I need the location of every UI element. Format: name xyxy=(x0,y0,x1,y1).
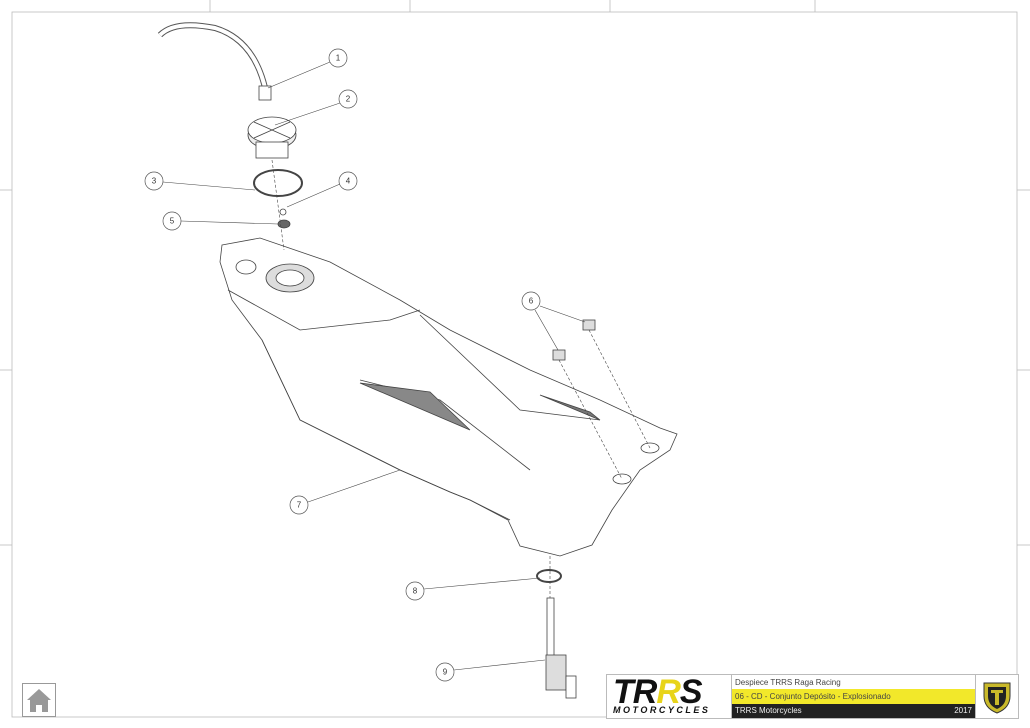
valve-part xyxy=(279,208,287,216)
assembly-lines xyxy=(271,159,651,600)
clamp xyxy=(536,569,562,583)
o-ring xyxy=(253,169,303,197)
drawing-subtitle: 06 - CD - Conjunto Depósito - Explosiona… xyxy=(732,689,975,704)
fuel-tank xyxy=(219,237,678,557)
fuel-cap xyxy=(247,116,297,159)
trrs-logo: TRRS MOTORCYCLES xyxy=(607,673,732,718)
leader-lines xyxy=(162,61,586,671)
company-name: TRRS Motorcycles xyxy=(735,706,802,716)
grid-ticks xyxy=(0,0,1030,546)
sheet-border xyxy=(11,11,1018,718)
title-block: TRRS MOTORCYCLES Despiece TRRS Raga Raci… xyxy=(606,673,1019,719)
company-row: TRRS Motorcycles 2017 xyxy=(732,703,975,718)
shield-emblem-icon xyxy=(975,675,1018,718)
breather-hose xyxy=(157,22,272,101)
screws xyxy=(552,319,596,361)
fuel-tap xyxy=(545,597,577,699)
nut xyxy=(277,219,291,229)
drawing-title: Despiece TRRS Raga Racing xyxy=(735,677,841,687)
home-icon xyxy=(27,689,51,712)
home-button[interactable] xyxy=(22,683,56,717)
year: 2017 xyxy=(954,706,972,716)
